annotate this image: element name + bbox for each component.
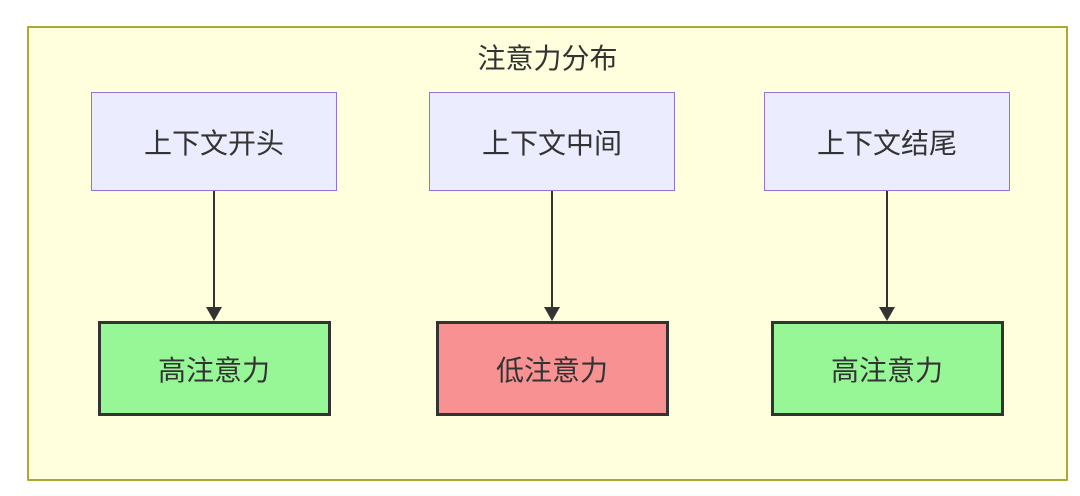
arrow-shaft — [886, 191, 888, 307]
flow-column-context-start: 上下文开头 高注意力 — [91, 92, 337, 416]
flow-column-context-middle: 上下文中间 低注意力 — [429, 92, 675, 416]
arrowhead-icon — [544, 307, 560, 321]
node-context-middle: 上下文中间 — [429, 92, 675, 191]
arrow-down-icon — [544, 191, 560, 321]
node-low-attention-middle: 低注意力 — [435, 321, 669, 416]
node-context-start: 上下文开头 — [91, 92, 337, 191]
cluster-attention-distribution: 注意力分布 上下文开头 高注意力 上下文中间 低注意力 上下文结尾 高注意力 — [27, 26, 1068, 481]
arrow-shaft — [551, 191, 553, 307]
flow-column-context-end: 上下文结尾 高注意力 — [764, 92, 1010, 416]
arrow-shaft — [213, 191, 215, 307]
arrowhead-icon — [879, 307, 895, 321]
node-high-attention-left: 高注意力 — [97, 321, 331, 416]
node-high-attention-right: 高注意力 — [770, 321, 1004, 416]
node-context-end: 上下文结尾 — [764, 92, 1010, 191]
arrowhead-icon — [206, 307, 222, 321]
cluster-title: 注意力分布 — [477, 43, 618, 74]
arrow-down-icon — [879, 191, 895, 321]
arrow-down-icon — [206, 191, 222, 321]
